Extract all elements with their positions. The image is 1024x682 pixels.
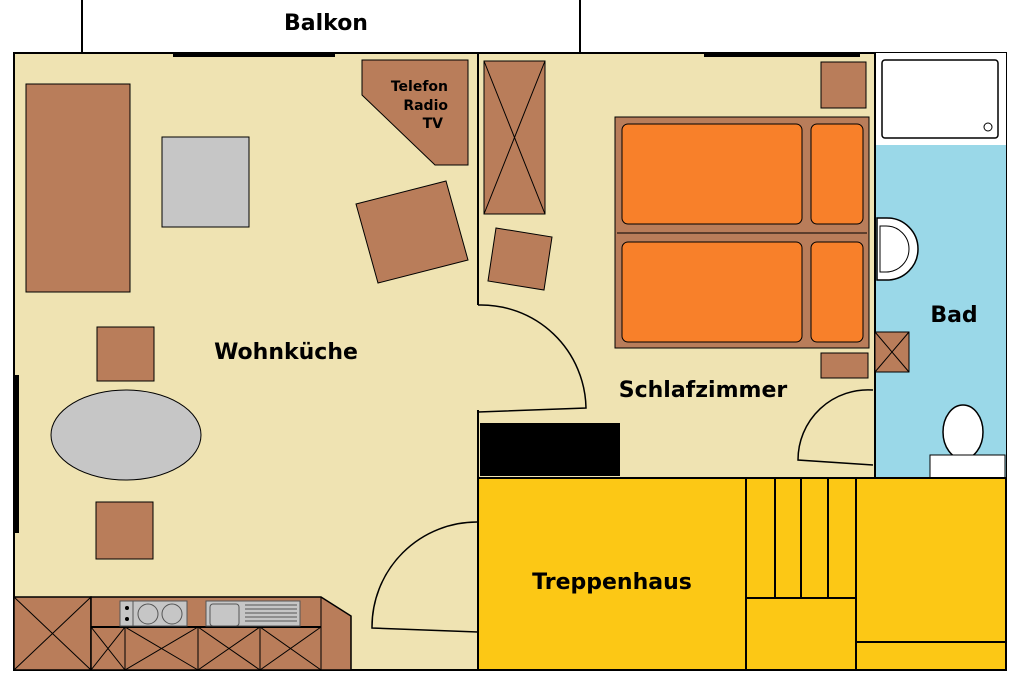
pillow — [810, 123, 864, 225]
bathroom-label: Bad — [930, 303, 977, 328]
bathroom-floor — [875, 145, 1006, 478]
stairwell-floor — [477, 477, 1007, 671]
shower-drain-icon — [983, 122, 993, 132]
cooktop — [119, 600, 188, 627]
tv-corner-line3: TV — [423, 116, 444, 132]
sideboard — [25, 83, 131, 293]
door-living-stairwell[interactable] — [371, 521, 479, 633]
balcony-label: Balkon — [284, 11, 368, 36]
window — [173, 52, 335, 57]
sink — [205, 600, 301, 627]
armchair — [355, 180, 469, 284]
chimney-block — [480, 423, 620, 476]
stairwell-label: Treppenhaus — [532, 570, 692, 595]
chair — [96, 326, 155, 382]
mattress — [621, 241, 803, 343]
gray-table — [161, 136, 250, 228]
toilet-tank — [929, 454, 1006, 479]
tv-corner-cabinet — [361, 59, 469, 166]
tv-corner-line1: Telefon — [391, 79, 448, 95]
bedroom-chair — [487, 227, 553, 291]
mattress — [621, 123, 803, 225]
window — [704, 52, 860, 57]
dining-table — [50, 389, 202, 481]
door-living-bedroom[interactable] — [477, 304, 587, 413]
living-kitchen-label: Wohnküche — [214, 340, 358, 365]
bedroom-label: Schlafzimmer — [619, 378, 788, 403]
pillow — [810, 241, 864, 343]
chair — [95, 501, 154, 560]
nightstand — [820, 61, 867, 109]
toilet — [942, 404, 984, 460]
stairs — [745, 478, 1006, 670]
nightstand — [820, 352, 869, 379]
door-bedroom-bath[interactable] — [797, 389, 874, 466]
window — [13, 375, 19, 533]
washbasin-bowl — [879, 225, 910, 273]
tv-corner-line2: Radio — [403, 98, 448, 114]
shower-tray — [881, 59, 999, 139]
